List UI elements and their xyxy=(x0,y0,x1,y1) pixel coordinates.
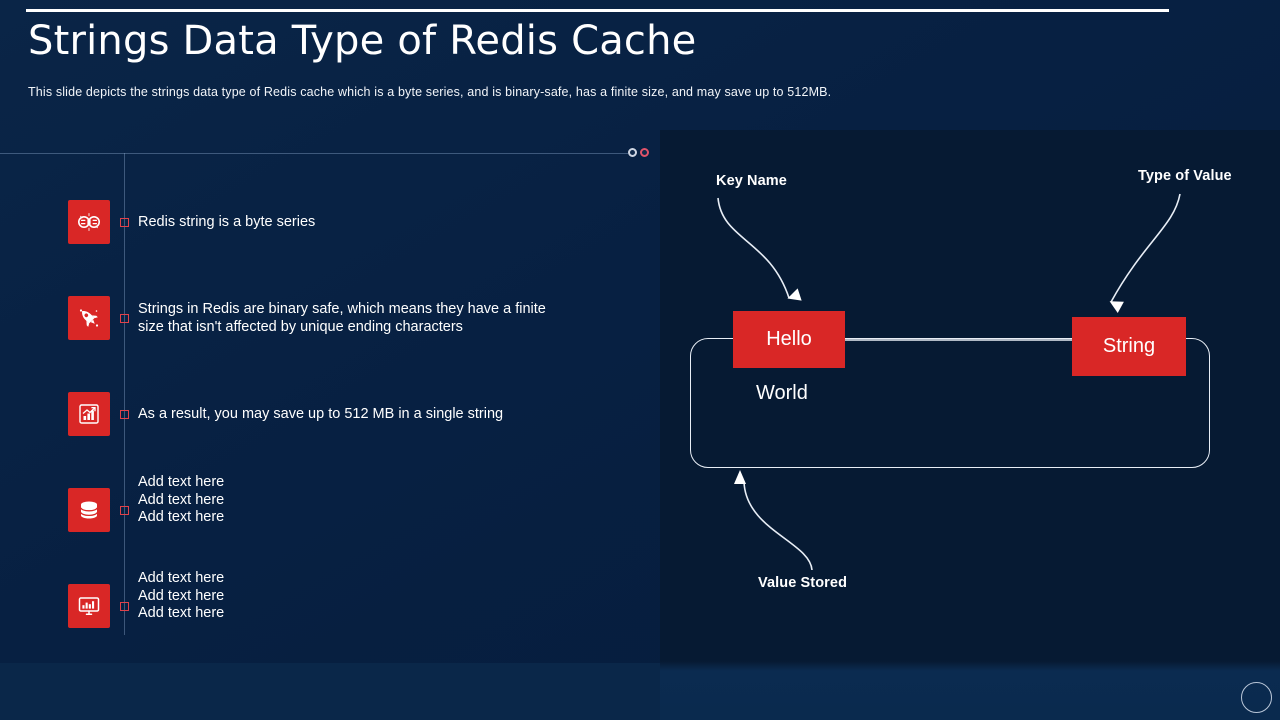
list-item-line: Strings in Redis are binary safe, which … xyxy=(138,301,546,317)
list-item-line: As a result, you may save up to 512 MB i… xyxy=(138,406,504,422)
rocket-icon xyxy=(68,296,110,340)
bullet-square-icon xyxy=(120,218,129,227)
diagram-panel: Key Name Type of Value Value Stored Hell… xyxy=(660,130,1280,661)
key-name-label: Key Name xyxy=(716,173,787,189)
list-item-line: Redis string is a byte series xyxy=(138,214,316,230)
bullet-square-icon xyxy=(120,506,129,515)
decorative-dots xyxy=(628,148,649,157)
content-divider-horizontal xyxy=(0,153,628,154)
monitor-chart-icon xyxy=(68,584,110,628)
list-item-line: Add text here xyxy=(138,491,225,508)
list-item-text: Redis string is a byte series xyxy=(138,214,598,232)
feature-list: Redis string is a byte series Strings in… xyxy=(0,153,660,673)
stored-value-text: World xyxy=(756,382,808,404)
list-item-line: Add text here xyxy=(138,570,225,586)
data-exchange-icon xyxy=(68,200,110,244)
page-subtitle: This slide depicts the strings data type… xyxy=(28,85,832,99)
list-item-text-block: Strings in Redis are binary safe, which … xyxy=(138,301,598,336)
list-item-text-block: Add text here Add text here Add text her… xyxy=(138,570,598,623)
type-box[interactable]: String xyxy=(1072,317,1186,376)
diagram-connectors xyxy=(717,193,1181,571)
decor-dot-red-icon xyxy=(640,148,649,157)
list-item-line: size that isn't affected by unique endin… xyxy=(138,318,463,335)
page-title: Strings Data Type of Redis Cache xyxy=(28,18,697,64)
list-item-line: Add text here xyxy=(138,587,225,604)
slide-footer-band-right xyxy=(660,660,1280,720)
bullet-square-icon xyxy=(120,602,129,611)
type-of-value-label: Type of Value xyxy=(1138,168,1232,184)
bullet-square-icon xyxy=(120,314,129,323)
list-item-text: As a result, you may save up to 512 MB i… xyxy=(138,406,598,424)
decor-dot-light-icon xyxy=(628,148,637,157)
content-divider-vertical xyxy=(124,153,125,635)
list-item-line: Add text here xyxy=(138,474,225,490)
value-stored-label: Value Stored xyxy=(758,575,848,591)
header-top-rule xyxy=(26,9,1169,12)
list-item-text-block: Add text here Add text here Add text her… xyxy=(138,474,598,527)
list-item-line: Add text here xyxy=(138,605,225,621)
bar-chart-growth-icon xyxy=(68,392,110,436)
corner-circle-decoration-icon xyxy=(1241,682,1272,713)
bullet-square-icon xyxy=(120,410,129,419)
value-container-outline xyxy=(690,338,1210,468)
database-icon xyxy=(68,488,110,532)
list-item-line: Add text here xyxy=(138,509,225,525)
key-box[interactable]: Hello xyxy=(733,311,845,368)
